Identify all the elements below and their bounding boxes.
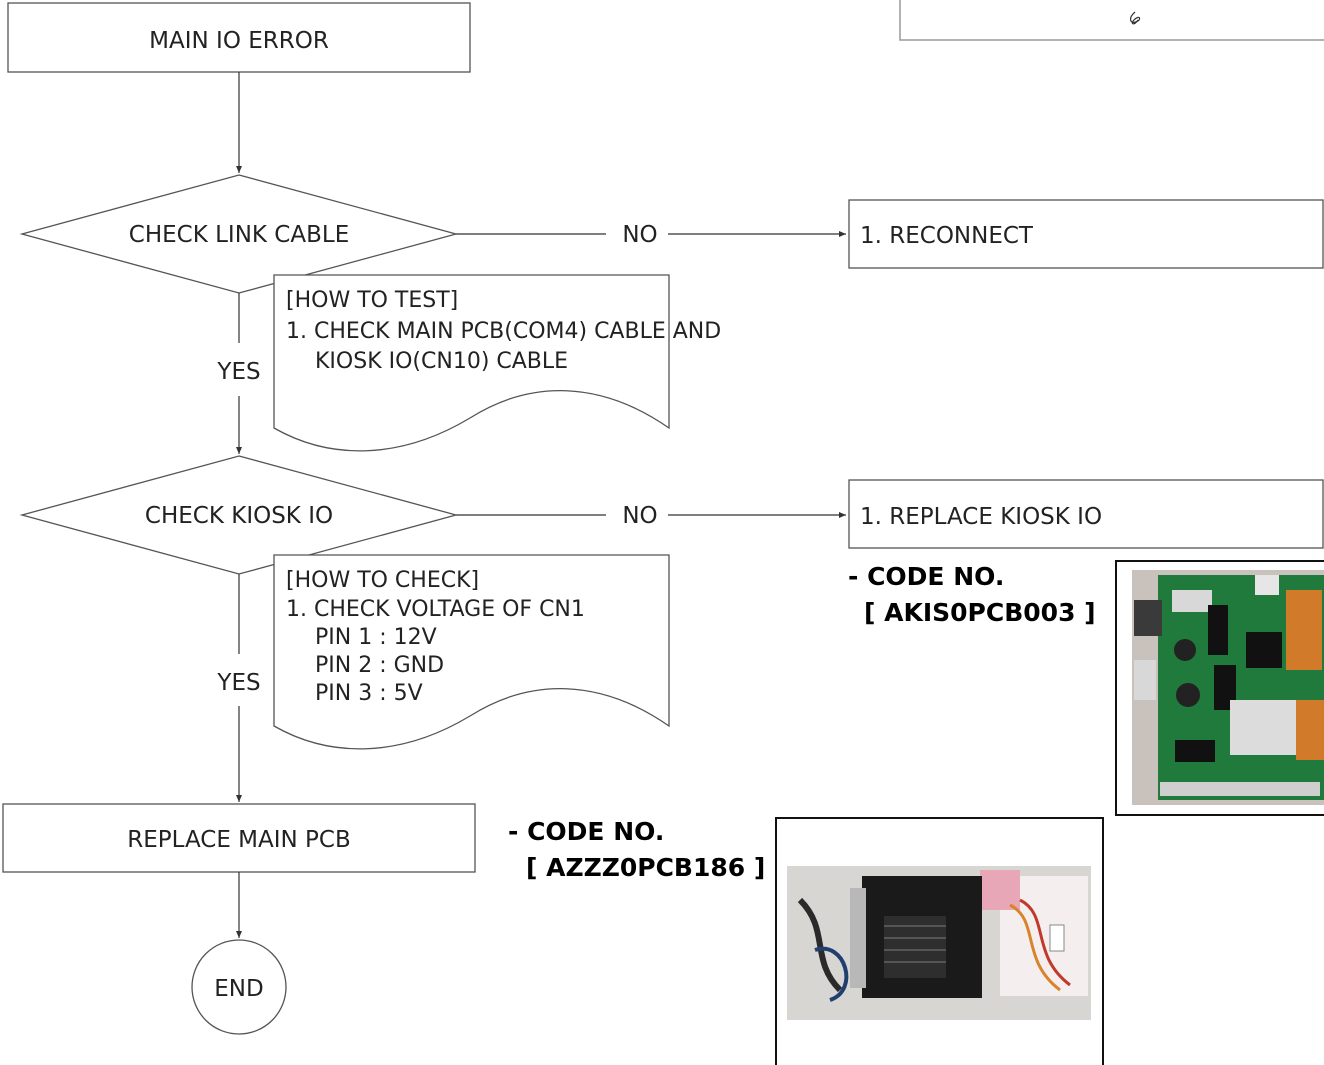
action-reconnect-label: 1. RECONNECT — [860, 223, 1034, 249]
note-test-line-3: KIOSK IO(CN10) CABLE — [315, 349, 568, 374]
no-label-2: NO — [622, 503, 657, 529]
replace-main-pcb-label: REPLACE MAIN PCB — [127, 827, 351, 853]
main-pcb-photo — [776, 818, 1103, 1065]
note-check-line-4: PIN 2 : GND — [315, 653, 444, 678]
yes-label-1: YES — [216, 359, 260, 385]
note-check-line-1: [HOW TO CHECK] — [286, 568, 479, 593]
kiosk-io-board-photo — [1116, 561, 1324, 815]
note-check-line-2: 1. CHECK VOLTAGE OF CN1 — [286, 597, 585, 622]
start-label: MAIN IO ERROR — [149, 28, 329, 54]
note-test-line-2: 1. CHECK MAIN PCB(COM4) CABLE AND — [286, 319, 721, 344]
note-check-line-3: PIN 1 : 12V — [315, 625, 437, 650]
note-check-line-5: PIN 3 : 5V — [315, 681, 423, 706]
main-code-label: - CODE NO. — [508, 817, 664, 846]
decision-link-label: CHECK LINK CABLE — [129, 222, 349, 248]
end-label: END — [214, 976, 263, 1002]
cropped-symbol-icon — [1131, 12, 1140, 24]
cropped-frame — [900, 0, 1324, 40]
kiosk-code-label: - CODE NO. — [848, 562, 1004, 591]
no-label-1: NO — [622, 222, 657, 248]
main-code-value: [ AZZZ0PCB186 ] — [526, 853, 765, 882]
note-test-line-1: [HOW TO TEST] — [286, 288, 458, 313]
kiosk-code-value: [ AKIS0PCB003 ] — [864, 598, 1096, 627]
action-replace-kiosk-label: 1. REPLACE KIOSK IO — [860, 504, 1102, 530]
decision-kiosk-label: CHECK KIOSK IO — [145, 503, 333, 529]
yes-label-2: YES — [216, 670, 260, 696]
